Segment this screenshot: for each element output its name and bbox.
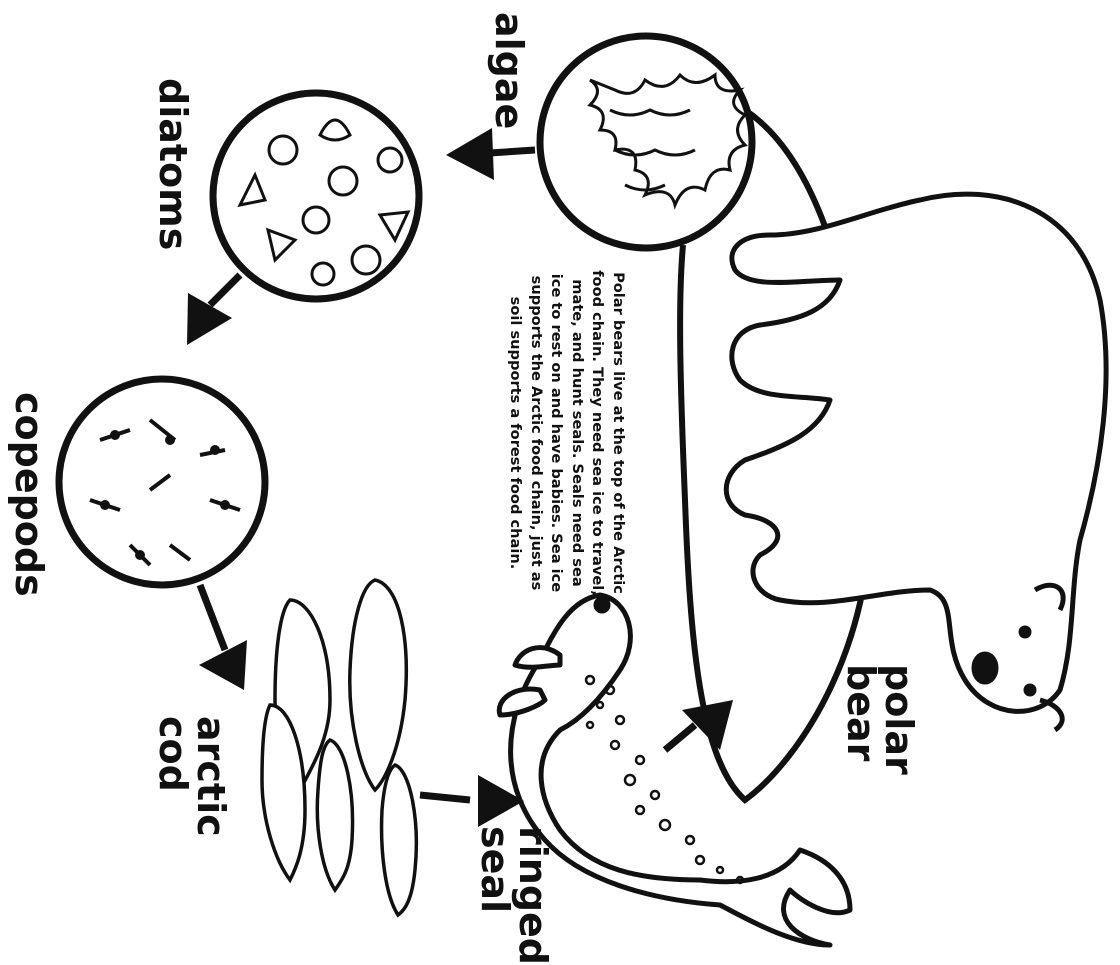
arctic-cod-illustration bbox=[262, 580, 416, 915]
diatoms-circle bbox=[213, 93, 419, 299]
label-polar-bear: polar bear bbox=[842, 664, 918, 775]
polar-bear-illustration bbox=[726, 194, 1106, 730]
label-copepods: copepods bbox=[10, 392, 48, 597]
label-arctic-cod: arctic cod bbox=[154, 716, 230, 837]
description-text: Polar bears live at the top of the Arcti… bbox=[505, 268, 628, 598]
label-diatoms: diatoms bbox=[154, 78, 192, 250]
label-ringed-seal: ringed seal bbox=[476, 826, 552, 965]
label-algae: algae bbox=[490, 12, 528, 129]
algae-circle bbox=[540, 36, 752, 248]
copepods-circle bbox=[59, 379, 265, 585]
